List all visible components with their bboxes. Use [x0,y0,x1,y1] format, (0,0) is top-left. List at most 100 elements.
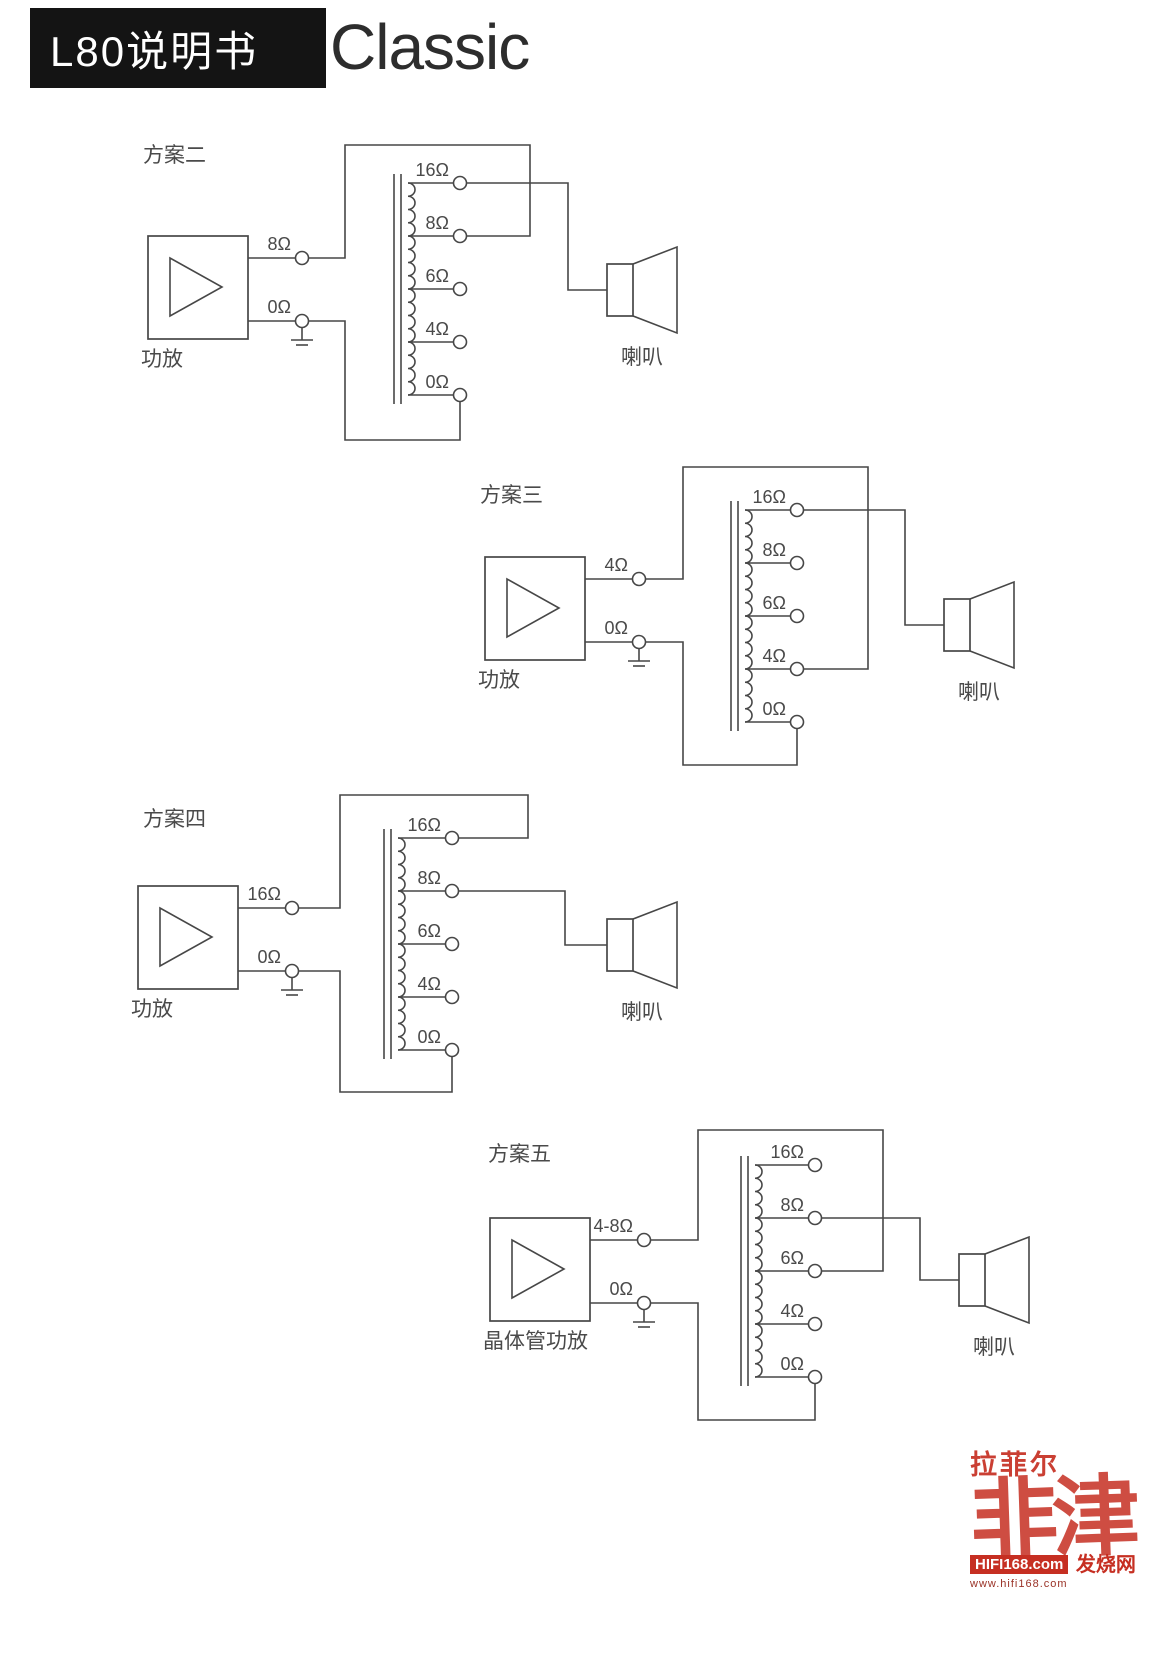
speaker-driver [606,918,634,972]
amp-neg-terminal [636,1295,652,1311]
amp-pos-terminal [294,250,310,266]
tap-label: 8Ω [418,868,441,888]
tap-terminal [807,1157,823,1173]
tap-label: 6Ω [426,266,449,286]
tap-label: 4Ω [418,974,441,994]
amp-box [147,235,249,340]
tap-label: 0Ω [763,699,786,719]
amp-neg-label: 0Ω [610,1279,633,1299]
tap-label: 6Ω [763,593,786,613]
model-badge: L80说明书 [30,8,326,88]
speaker-cone-icon [632,245,678,335]
watermark-brand: 拉菲尔 [970,1450,1060,1480]
tap-terminal [452,387,468,403]
speaker-cone-icon [984,1235,1030,1325]
amp-neg-terminal [294,313,310,329]
scheme-title: 方案三 [480,484,543,507]
amp-to-tap-wire [650,1129,884,1272]
amp-neg-terminal [631,634,647,650]
tap-label: 8Ω [426,213,449,233]
watermark-stamp-characters: 非津 [968,1466,1136,1571]
amp-pos-label: 16Ω [248,884,281,904]
amp-triangle-icon [169,256,224,318]
tap-terminal [789,661,805,677]
amp-label: 晶体管功放 [483,1330,588,1353]
speaker-label: 喇叭 [958,681,1000,704]
watermark-site-name: HIFI168.com [970,1555,1069,1575]
amp-neg-label: 0Ω [605,618,628,638]
watermark-site-suffix: 发烧网 [1075,1554,1136,1576]
amp-box [137,885,239,990]
amp-box [484,556,586,661]
amp-pos-terminal [636,1232,652,1248]
tap-terminal [444,830,460,846]
speaker-driver [958,1253,986,1307]
scheme-title: 方案四 [143,808,206,831]
speaker-label: 喇叭 [973,1336,1015,1359]
scheme-title: 方案五 [488,1143,551,1166]
tap-terminal [444,989,460,1005]
tap-label: 4Ω [763,646,786,666]
tap-terminal [452,281,468,297]
tap-terminal [789,608,805,624]
amp-label: 功放 [478,669,520,692]
tap-label: 0Ω [418,1027,441,1047]
speaker-wire [466,182,607,291]
amp-to-zero-tap-wire [650,1302,816,1421]
amp-pos-terminal [284,900,300,916]
tap-terminal [807,1263,823,1279]
tap-label: 16Ω [771,1142,804,1162]
tap-label: 8Ω [763,540,786,560]
amp-to-tap-wire [645,466,869,670]
tap-label: 16Ω [408,815,441,835]
tap-terminal [452,175,468,191]
tap-label: 16Ω [753,487,786,507]
amp-triangle-icon [506,577,561,639]
tap-terminal [452,228,468,244]
tap-terminal [807,1210,823,1226]
amp-label: 功放 [141,348,183,371]
tap-terminal [444,1042,460,1058]
amp-pos-terminal [631,571,647,587]
site-watermark: 拉菲尔 非津 HIFI168.com 发烧网 www.hifi168.com [968,1450,1136,1590]
watermark-site-row: HIFI168.com 发烧网 [970,1554,1136,1576]
amp-triangle-icon [159,906,214,968]
amp-to-zero-tap-wire [645,641,798,766]
amp-label: 功放 [131,998,173,1021]
speaker-label: 喇叭 [621,346,663,369]
speaker-wire [458,890,607,946]
tap-terminal [789,502,805,518]
tap-terminal [789,714,805,730]
amp-triangle-icon [511,1238,566,1300]
tap-label: 4Ω [426,319,449,339]
speaker-wire [803,509,944,626]
amp-neg-terminal [284,963,300,979]
brand-title: Classic [330,11,530,83]
speaker-driver [943,598,971,652]
tap-terminal [452,334,468,350]
tap-label: 16Ω [416,160,449,180]
scheme-title: 方案二 [143,144,206,167]
amp-box [489,1217,591,1322]
amp-neg-label: 0Ω [268,297,291,317]
model-badge-text: L80说明书 [50,27,259,75]
tap-terminal [807,1369,823,1385]
speaker-wire [821,1217,959,1281]
tap-terminal [807,1316,823,1332]
amp-to-tap-wire [298,794,529,909]
tap-label: 6Ω [781,1248,804,1268]
speaker-cone-icon [632,900,678,990]
speaker-label: 喇叭 [621,1001,663,1024]
tap-label: 4Ω [781,1301,804,1321]
tap-terminal [444,936,460,952]
tap-terminal [789,555,805,571]
amp-to-tap-wire [308,144,531,259]
tap-terminal [444,883,460,899]
amp-to-zero-tap-wire [298,970,453,1093]
amp-pos-label: 8Ω [268,234,291,254]
